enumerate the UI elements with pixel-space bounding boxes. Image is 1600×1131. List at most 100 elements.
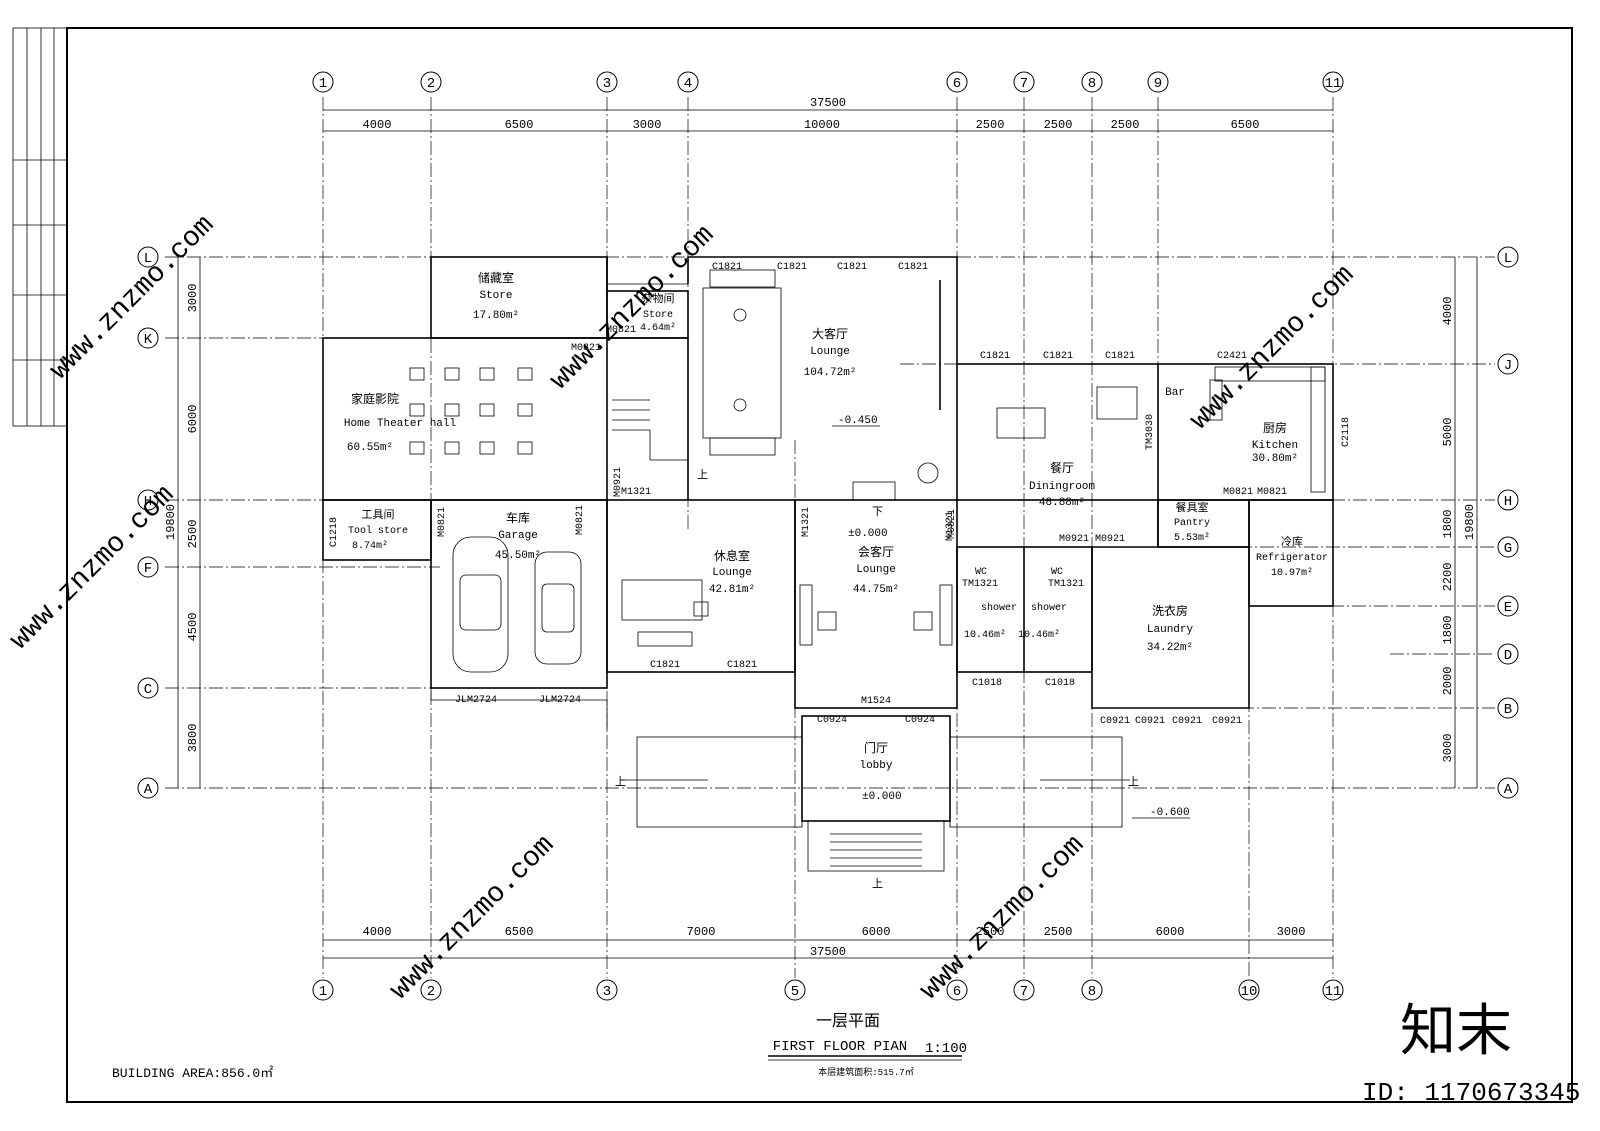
axis-bubble: C: [137, 677, 159, 699]
svg-text:Store: Store: [479, 290, 512, 302]
svg-text:10.46m²: 10.46m²: [1018, 630, 1060, 641]
svg-text:餐厅: 餐厅: [1050, 460, 1074, 476]
axis-bubble: A: [1497, 777, 1519, 799]
dim-segment: 2000: [1441, 667, 1455, 696]
dim-segment: 2500: [1111, 118, 1140, 132]
title-strip: [12, 27, 68, 427]
svg-text:M0921: M0921: [613, 467, 624, 497]
level-lounge: -0.450: [838, 415, 878, 427]
svg-text:48.88m²: 48.88m²: [1039, 497, 1085, 509]
axis-bubble: 9: [1147, 71, 1169, 93]
svg-text:3: 3: [603, 984, 611, 1000]
dim-segment: 5000: [1441, 418, 1455, 447]
axis-bubble: 7: [1013, 71, 1035, 93]
svg-text:C2421: C2421: [1217, 351, 1247, 362]
dim-total: 19800: [164, 504, 178, 540]
svg-text:Lounge: Lounge: [856, 564, 896, 576]
room-wc-2: WC shower 10.46m²: [1018, 567, 1067, 641]
svg-text:C0921: C0921: [1100, 716, 1130, 727]
svg-text:M0821: M0821: [606, 325, 636, 336]
svg-text:C0921: C0921: [1212, 716, 1242, 727]
svg-text:C1821: C1821: [727, 660, 757, 671]
svg-text:M0821: M0821: [571, 343, 601, 354]
svg-text:厨房: 厨房: [1263, 420, 1287, 436]
svg-text:TM1321: TM1321: [962, 579, 998, 590]
dim-segment: 3000: [1441, 734, 1455, 763]
watermark-text: www.znzmo.com: [384, 830, 560, 1006]
svg-text:大客厅: 大客厅: [812, 326, 848, 342]
building-area: BUILDING AREA:856.0㎡: [112, 1066, 273, 1081]
svg-text:H: H: [144, 494, 152, 510]
dim-segment: 4000: [1441, 297, 1455, 326]
room-laundry: 洗衣房 Laundry 34.22m²: [1147, 603, 1194, 654]
svg-text:杂物间: 杂物间: [642, 291, 675, 306]
svg-text:34.22m²: 34.22m²: [1147, 642, 1193, 654]
svg-text:C0921: C0921: [1172, 716, 1202, 727]
garage-cars: [452, 536, 582, 673]
svg-text:L: L: [1504, 251, 1512, 267]
svg-text:C1821: C1821: [837, 262, 867, 273]
svg-text:shower: shower: [981, 602, 1017, 614]
room-lobby: 门厅 lobby: [859, 740, 892, 772]
axis-bubble: 11: [1322, 979, 1344, 1001]
room-kitchen: 厨房 Kitchen 30.80m²: [1252, 420, 1298, 465]
svg-text:C1821: C1821: [712, 262, 742, 273]
watermark-text: www.znzmo.com: [4, 480, 180, 656]
svg-text:C1218: C1218: [329, 517, 340, 547]
axis-bubble: 1: [312, 979, 334, 1001]
svg-text:WC: WC: [975, 567, 987, 578]
svg-text:lobby: lobby: [859, 760, 892, 772]
room-theater: 家庭影院 Home Theater hall 60.55m²: [344, 391, 456, 454]
kitchen-furniture: [1209, 366, 1326, 493]
svg-text:Diningroom: Diningroom: [1029, 481, 1095, 493]
dim-segment: 2500: [186, 520, 200, 549]
svg-text:8: 8: [1088, 984, 1096, 1000]
room-pantry: 餐具室 Pantry 5.53m²: [1174, 500, 1210, 544]
entry-up: 上: [872, 877, 883, 891]
svg-text:M0921: M0921: [1059, 534, 1089, 545]
stair-down: 下: [872, 506, 883, 519]
axis-bubble: 2: [420, 71, 442, 93]
axis-bubble: A: [137, 777, 159, 799]
title-en: FIRST FLOOR PIAN: [773, 1039, 907, 1055]
watermark-text: www.znzmo.com: [914, 830, 1090, 1006]
svg-text:45.50m²: 45.50m²: [495, 550, 541, 562]
dim-total: 37500: [810, 96, 846, 110]
dim-segment: 10000: [804, 118, 840, 132]
svg-text:11: 11: [1325, 76, 1342, 92]
axis-bubble: 10: [1238, 979, 1260, 1001]
svg-text:M0821: M0821: [1223, 487, 1253, 498]
svg-text:C1821: C1821: [777, 262, 807, 273]
level-guest: ±0.000: [848, 528, 888, 540]
svg-text:3: 3: [603, 76, 611, 92]
svg-text:C1018: C1018: [972, 678, 1002, 689]
svg-text:C1821: C1821: [898, 262, 928, 273]
svg-text:Kitchen: Kitchen: [1252, 440, 1298, 452]
svg-text:10: 10: [1241, 984, 1258, 1000]
svg-text:洗衣房: 洗衣房: [1152, 603, 1188, 619]
axis-bubbles-top: 1 2 3 4 6 7 8 9 11: [312, 71, 1344, 93]
dim-segment: 7000: [687, 925, 716, 939]
svg-text:工具间: 工具间: [362, 508, 395, 522]
svg-text:Store: Store: [643, 310, 673, 321]
title-scale: 1:100: [925, 1041, 967, 1057]
svg-text:7: 7: [1020, 984, 1028, 1000]
svg-text:C0921: C0921: [1135, 716, 1165, 727]
svg-text:储藏室: 储藏室: [478, 270, 514, 286]
svg-text:JLM2724: JLM2724: [539, 695, 581, 706]
axis-bubbles-bottom: 1 2 3 5 6 7 8 10 11: [312, 979, 1344, 1001]
svg-text:C: C: [144, 682, 152, 698]
svg-text:11: 11: [1325, 984, 1342, 1000]
axis-bubble: D: [1497, 643, 1519, 665]
svg-text:C1018: C1018: [1045, 678, 1075, 689]
title-sub: 本层建筑面积:515.7㎡: [818, 1066, 913, 1078]
svg-text:A: A: [1504, 782, 1513, 798]
svg-text:家庭影院: 家庭影院: [351, 391, 399, 407]
svg-text:Bar: Bar: [1165, 387, 1185, 399]
axis-bubble: G: [1497, 536, 1519, 558]
svg-text:B: B: [1504, 702, 1512, 718]
svg-text:M1321: M1321: [621, 487, 651, 498]
svg-text:F: F: [144, 561, 152, 577]
svg-text:44.75m²: 44.75m²: [853, 584, 899, 596]
axis-bubbles-right: L J H G E D B A: [1497, 246, 1519, 799]
